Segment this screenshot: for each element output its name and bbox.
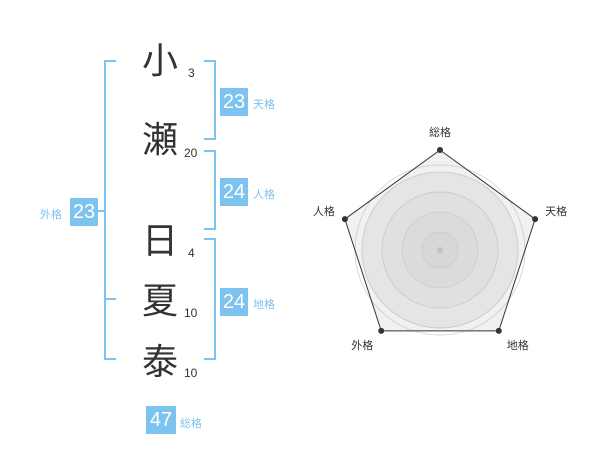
chikaku-label: 地格 [253, 298, 275, 311]
gaikaku-bracket-mid-tick [104, 298, 116, 300]
radar-center [437, 247, 443, 253]
radar-point-人格 [341, 216, 348, 223]
gaikaku-label: 外格 [40, 208, 62, 221]
radar-point-天格 [532, 216, 539, 223]
radar-point-総格 [437, 147, 443, 153]
tenkaku-score-badge: 23 [220, 88, 248, 116]
name-char-1: 小 [141, 41, 178, 82]
gaikaku-score-badge: 23 [70, 198, 98, 226]
stroke-count-4: 10 [184, 306, 198, 320]
soukaku-label: 総格 [180, 417, 202, 430]
name-char-5: 泰 [141, 342, 178, 383]
radar-polygon [344, 149, 536, 332]
radar-label-3: 外格 [351, 338, 373, 352]
gaikaku-connector [96, 210, 106, 212]
stroke-count-2: 20 [184, 146, 198, 160]
radar-point-外格 [378, 327, 385, 334]
name-char-3: 日 [141, 221, 178, 262]
chikaku-score-badge: 24 [220, 288, 248, 316]
soukaku-score-badge: 47 [146, 406, 176, 434]
chikaku-bracket [204, 238, 216, 360]
jinkaku-bracket [204, 150, 216, 230]
tenkaku-label: 天格 [253, 98, 275, 111]
radar-label-0: 総格 [429, 125, 451, 139]
radar-point-地格 [495, 327, 502, 334]
jinkaku-score-badge: 24 [220, 178, 248, 206]
radar-label-4: 人格 [313, 204, 335, 218]
stroke-count-5: 10 [184, 366, 198, 380]
tenkaku-bracket [204, 60, 216, 140]
radar-label-2: 地格 [507, 338, 529, 352]
name-char-2: 瀬 [141, 120, 178, 161]
jinkaku-label: 人格 [253, 188, 275, 201]
stroke-count-3: 4 [188, 246, 195, 260]
stroke-count-1: 3 [188, 66, 195, 80]
radar-label-1: 天格 [545, 204, 567, 218]
name-char-4: 夏 [141, 281, 178, 322]
